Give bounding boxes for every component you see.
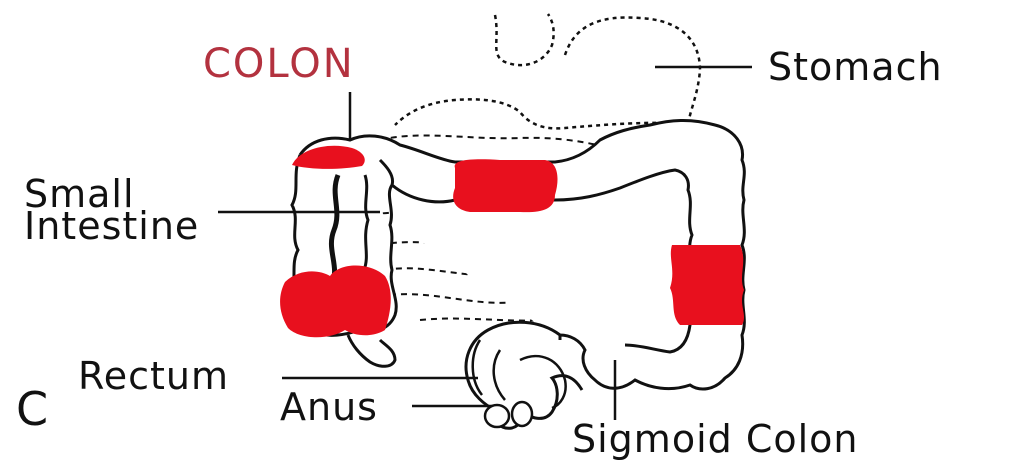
highlight-transverse-colon	[453, 159, 557, 212]
stomach-label: Stomach	[768, 48, 943, 86]
colon-title: COLON	[203, 44, 355, 84]
rectum-label: Rectum	[78, 357, 229, 395]
highlight-ascending-colon	[280, 266, 391, 338]
panel-letter: C	[16, 386, 48, 432]
small-intestine-label-line2: Intestine	[24, 207, 199, 245]
stomach-outline	[395, 14, 700, 128]
sigmoid-colon-label: Sigmoid Colon	[572, 420, 859, 458]
highlight-descending-colon	[670, 245, 744, 325]
anus-label: Anus	[280, 388, 378, 426]
